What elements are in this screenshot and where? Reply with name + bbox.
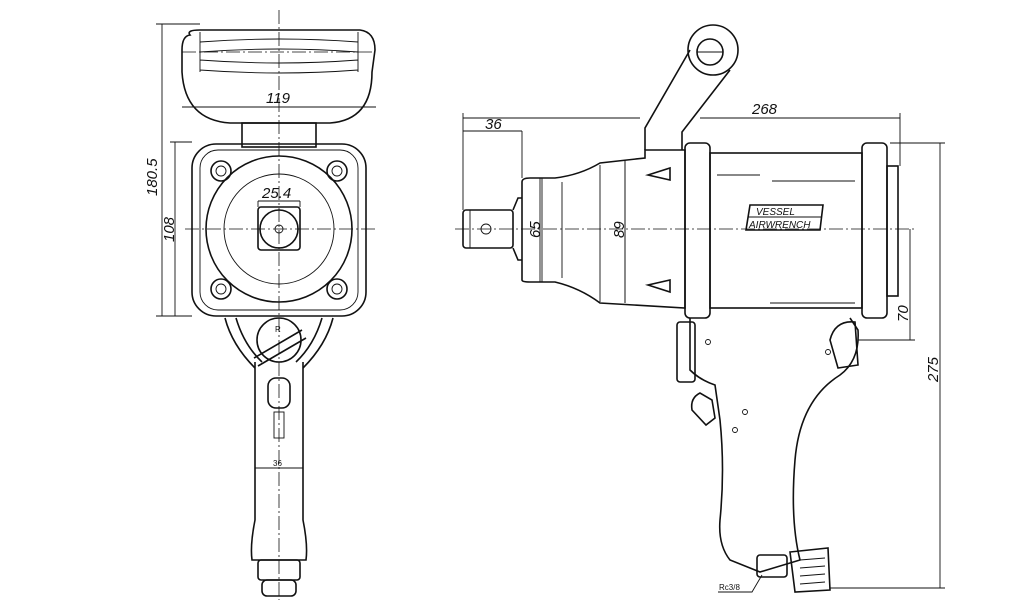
dim-front-height-total: 180.5 [144, 158, 161, 196]
dim-front-body-height: 108 [161, 216, 178, 242]
dim-anvil-length: 36 [485, 116, 502, 133]
rear-plate [886, 165, 899, 297]
dim-nose-diameter: 65 [527, 221, 544, 238]
top-handle [181, 29, 376, 124]
dial-knob [687, 24, 739, 76]
dim-body-diameter: 89 [611, 221, 628, 238]
rear-flange [861, 142, 888, 319]
air-inlet-label: Rc3/8 [719, 583, 740, 592]
dim-square-drive: 25.4 [261, 185, 291, 202]
front-view: R 180.5 108 119 25.4 36 [144, 10, 376, 600]
dim-overall-length: 268 [751, 101, 778, 118]
dial-label-r: R [275, 325, 281, 334]
square-drive [257, 206, 301, 251]
dim-grip-width: 36 [273, 459, 282, 468]
handle-arms [224, 317, 334, 369]
reverse-lever [676, 321, 696, 383]
nameplate-brand: VESSEL [756, 207, 795, 218]
nameplate-product: AIRWRENCH [748, 220, 811, 231]
dim-center-to-grip: 70 [895, 305, 912, 322]
trigger [690, 392, 716, 427]
air-inlet [756, 554, 788, 578]
bolts [210, 160, 348, 300]
front-flange [684, 142, 711, 319]
side-view: VESSEL AIRWRENCH Rc3/8 268 36 65 89 70 2… [455, 24, 945, 593]
dim-front-width: 119 [266, 90, 291, 107]
nameplate: VESSEL AIRWRENCH [745, 204, 824, 231]
pistol-grip [689, 317, 859, 573]
direction-lever-arm [644, 49, 731, 150]
dim-overall-height: 275 [925, 356, 942, 383]
